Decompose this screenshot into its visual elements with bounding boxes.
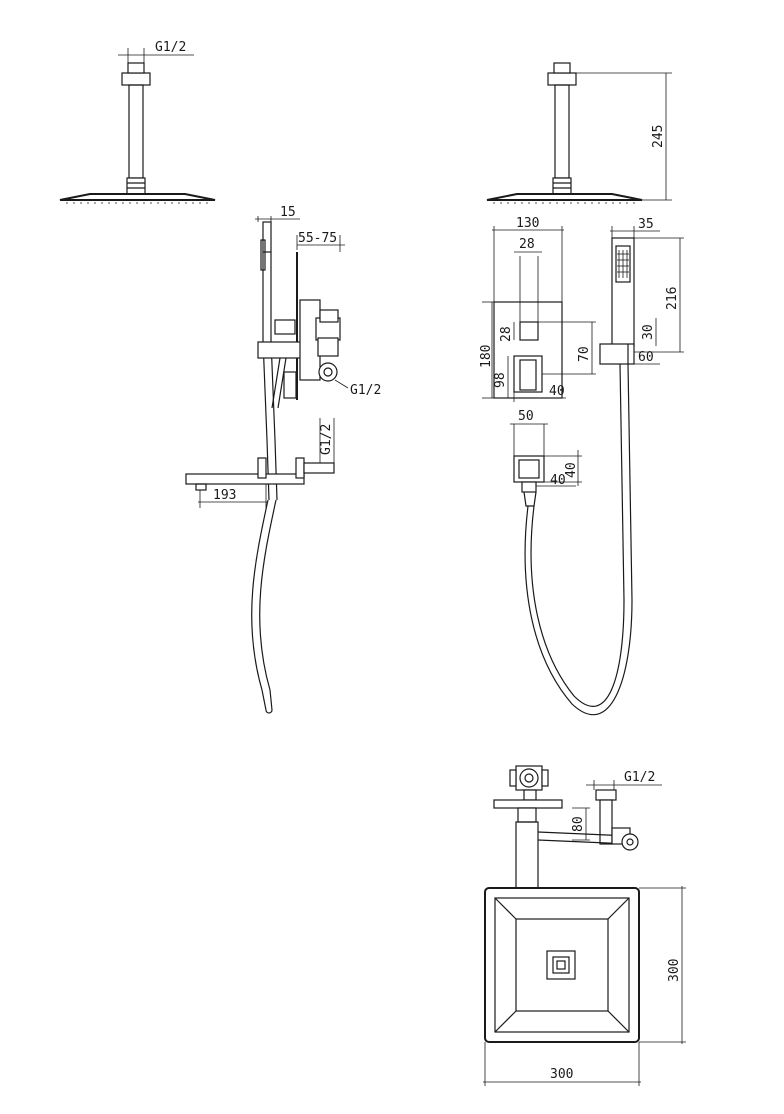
wall-outlet-front-view: 50 40 40 (510, 409, 582, 507)
dim-130: 130 (516, 216, 539, 231)
dim-300-depth: 300 (667, 959, 682, 982)
thread-label-valve: G1/2 (350, 383, 381, 398)
dim-70: 70 (577, 346, 592, 362)
dim-193: 193 (213, 488, 236, 503)
dim-55-75: 55-75 (298, 231, 337, 246)
dim-98: 98 (493, 372, 508, 388)
dim-80: 80 (571, 816, 586, 832)
dim-40-outlet-height: 40 (564, 462, 579, 478)
dim-28-height: 28 (499, 326, 514, 342)
ceiling-arm-side-view: G1/2 (59, 40, 216, 204)
handshower-front-view: 35 216 30 60 (524, 217, 684, 716)
dim-40-outlet-depth: 40 (550, 473, 566, 488)
dim-60: 60 (638, 350, 654, 365)
thread-label-top: G1/2 (155, 40, 186, 55)
dim-15: 15 (280, 205, 296, 220)
dim-28-width: 28 (519, 237, 535, 252)
ceiling-arm-front-view: 245 (486, 62, 672, 204)
dim-35: 35 (638, 217, 654, 232)
spray-grid-icon (617, 250, 629, 278)
valve-side-view: G1/2 55-75 15 G1/2 193 (185, 205, 381, 714)
trim-plate-front-view: 130 28 180 28 98 70 40 (479, 216, 596, 402)
dim-30: 30 (641, 324, 656, 340)
plan-top-view: G1/2 80 300 300 (483, 765, 686, 1086)
dim-40-lever: 40 (549, 384, 565, 399)
thread-label-plan: G1/2 (624, 770, 655, 785)
dim-216: 216 (665, 287, 680, 310)
thread-label-spout: G1/2 (319, 424, 334, 455)
dim-300-width: 300 (550, 1067, 573, 1082)
dim-245: 245 (651, 125, 666, 148)
dim-50: 50 (518, 409, 534, 424)
dim-180: 180 (479, 345, 494, 368)
